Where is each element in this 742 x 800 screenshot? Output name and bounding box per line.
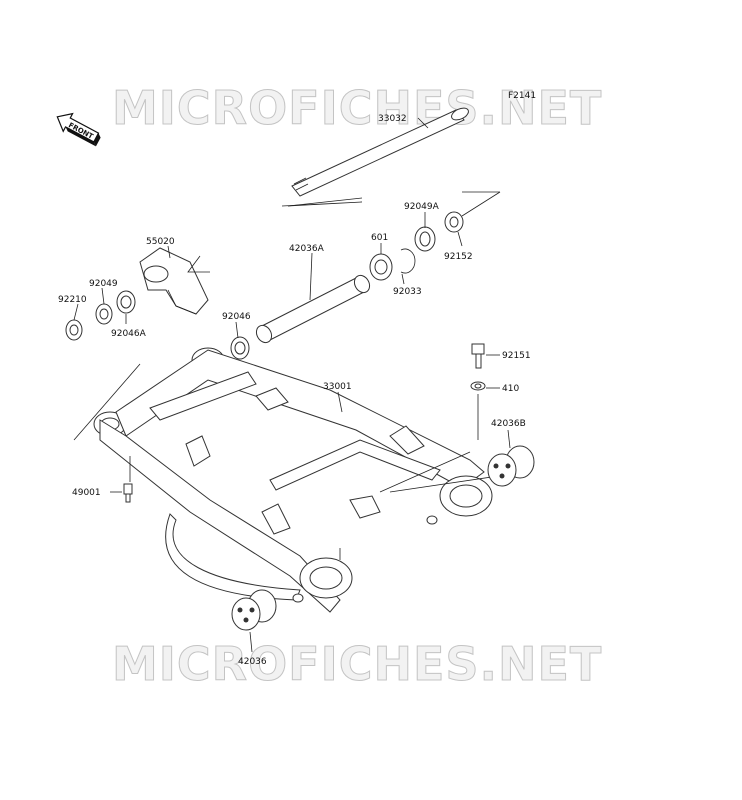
part-label-92033: 92033 — [393, 287, 422, 297]
part-label-92046A: 92046A — [111, 329, 147, 339]
part-label-33001: 33001 — [323, 382, 352, 392]
part-label-33032: 33032 — [378, 114, 407, 124]
spacer-92049-part — [95, 303, 113, 325]
grease-fitting-49001-part — [123, 483, 133, 503]
chain-guard-55020-part — [139, 247, 209, 315]
part-label-601: 601 — [371, 233, 388, 243]
bearing-601-part — [369, 253, 393, 281]
watermark-bottom: MICROFICHES.NET — [112, 637, 602, 691]
part-label-55020: 55020 — [146, 237, 175, 247]
part-label-42036: 42036 — [238, 657, 267, 667]
spacer-92049A-part — [414, 226, 436, 252]
part-label-92151: 92151 — [502, 351, 531, 361]
figure-code: F2141 — [508, 91, 536, 101]
circlip-92033-part — [400, 248, 416, 274]
sleeve-42036A-part — [255, 274, 371, 344]
part-label-92152: 92152 — [444, 252, 473, 262]
part-label-92049A: 92049A — [404, 202, 440, 212]
washer-410-part — [470, 381, 486, 391]
front-arrow-icon: FRONT — [56, 112, 101, 147]
part-label-42036A: 42036A — [289, 244, 325, 254]
bearing-92046A-part — [116, 290, 136, 314]
bolt-92151-part — [471, 343, 485, 369]
bushing-42036-part — [231, 589, 277, 631]
part-label-42036B: 42036B — [491, 419, 526, 429]
watermark-top: MICROFICHES.NET — [112, 81, 602, 135]
part-label-410: 410 — [502, 384, 519, 394]
collar-92152-part — [444, 211, 464, 233]
part-label-92046: 92046 — [222, 312, 251, 322]
bushing-42036B-part — [487, 445, 535, 487]
collar-92210-part — [65, 319, 83, 341]
swingarm-33001-part — [93, 347, 493, 613]
part-label-92210: 92210 — [58, 295, 87, 305]
bearing-92046-part — [230, 336, 250, 360]
pivot-shaft-part — [291, 107, 469, 197]
part-label-92049: 92049 — [89, 279, 118, 289]
part-label-49001: 49001 — [72, 488, 101, 498]
